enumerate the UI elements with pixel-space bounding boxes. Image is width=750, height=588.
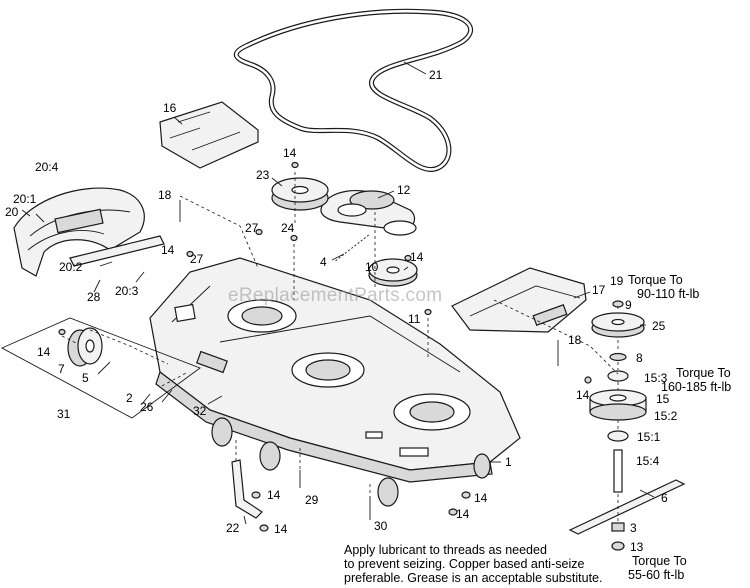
callout-15: 15	[656, 392, 670, 406]
callout-21: 21	[429, 68, 443, 82]
callout-14: 14	[474, 491, 488, 505]
callout-14: 14	[283, 146, 297, 160]
note-line-3: preferable. Grease is an acceptable subs…	[344, 571, 603, 585]
callout-1: 1	[505, 455, 512, 469]
anti-scalp-wheels	[211, 417, 491, 507]
spring-4	[333, 232, 371, 264]
torque-spec-15: Torque To 160-185 ft-lb	[661, 366, 731, 394]
callout-15-3: 15:3	[644, 371, 668, 385]
torque-15-value: 160-185 ft-lb	[661, 380, 732, 394]
callout-16: 16	[163, 101, 177, 115]
deflector-bracket	[69, 235, 165, 267]
discharge-deflector-20	[13, 187, 145, 277]
callout-14: 14	[576, 388, 590, 402]
bolt-13	[611, 541, 625, 551]
blade-6	[568, 479, 686, 535]
callout-15-1: 15:1	[637, 430, 661, 444]
callout-32: 32	[193, 404, 207, 418]
callout-14: 14	[456, 507, 470, 521]
callout-12: 12	[397, 183, 411, 197]
callout-15-4: 15:4	[636, 454, 660, 468]
callout-10: 10	[365, 260, 379, 274]
callout-6: 6	[661, 491, 668, 505]
callout-11: 11	[408, 312, 421, 326]
spindle-cover-17	[451, 267, 587, 333]
callout-22: 22	[226, 521, 240, 535]
lubricant-note: Apply lubricant to threads as needed to …	[344, 543, 602, 585]
pulley-23	[271, 177, 329, 211]
callout-2: 2	[126, 391, 133, 405]
callout-20-2: 20:2	[59, 260, 83, 274]
callout-27: 27	[190, 252, 204, 266]
callout-14: 14	[267, 488, 281, 502]
torque-spec-13: Torque To 55-60 ft-lb	[628, 554, 687, 582]
callout-30: 30	[374, 519, 388, 533]
leader-lines	[21, 61, 655, 525]
torque-19-label: Torque To	[628, 273, 683, 287]
torque-spec-19: Torque To 90-110 ft-lb	[628, 273, 699, 301]
callout-23: 23	[256, 168, 270, 182]
callout-7: 7	[58, 362, 65, 376]
note-line-1: Apply lubricant to threads as needed	[344, 543, 547, 557]
callout-17: 17	[592, 283, 606, 297]
torque-13-label: Torque To	[632, 554, 687, 568]
washer-3	[611, 522, 625, 532]
callout-14: 14	[161, 243, 175, 257]
note-line-2: to prevent seizing. Copper based anti-se…	[344, 557, 585, 571]
belt-cover-16	[159, 101, 259, 169]
callout-25: 25	[652, 319, 666, 333]
idler-arm-12	[320, 189, 417, 236]
callout-20-3: 20:3	[115, 284, 139, 298]
assembly-lines	[61, 172, 619, 522]
callout-9: 9	[625, 298, 632, 312]
callout-20-1: 20:1	[13, 192, 37, 206]
group-bracket-31	[0, 317, 201, 419]
callout-19: 19	[610, 274, 624, 288]
callout-8: 8	[636, 351, 643, 365]
callout-14: 14	[37, 345, 51, 359]
callout-31: 31	[57, 407, 71, 421]
callout-3: 3	[630, 521, 637, 535]
torque-15-label: Torque To	[676, 366, 731, 380]
torque-19-value: 90-110 ft-lb	[637, 287, 700, 301]
hardware	[58, 161, 624, 532]
callout-18: 18	[568, 333, 582, 347]
callout-29: 29	[305, 493, 319, 507]
callout-28: 28	[87, 290, 101, 304]
bracket-22	[231, 459, 263, 519]
callout-20: 20	[5, 205, 19, 219]
spindle-assembly-15	[589, 312, 647, 493]
callout-18: 18	[158, 188, 172, 202]
callout-15-2: 15:2	[654, 409, 678, 423]
belt-21	[233, 8, 474, 172]
gauge-wheel-7	[67, 327, 103, 367]
torque-13-value: 55-60 ft-lb	[628, 568, 685, 582]
callout-24: 24	[281, 221, 295, 235]
callout-14: 14	[410, 250, 424, 264]
callout-20-4: 20:4	[35, 160, 59, 174]
callout-26: 26	[140, 400, 154, 414]
callout-14: 14	[274, 522, 288, 536]
callout-13: 13	[630, 540, 644, 554]
callout-5: 5	[82, 371, 89, 385]
callout-27: 27	[245, 221, 259, 235]
callout-4: 4	[320, 255, 327, 269]
watermark: eReplacementParts.com	[228, 285, 443, 306]
